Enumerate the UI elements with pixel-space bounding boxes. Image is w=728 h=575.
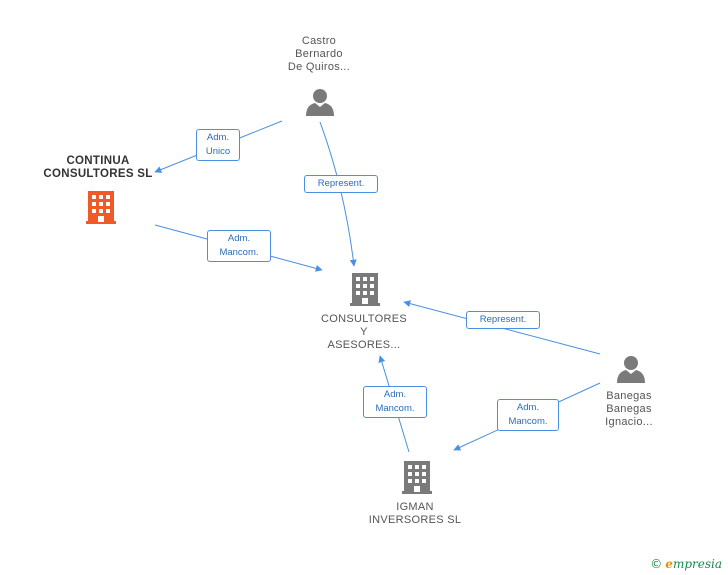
node-label-line: Banegas [606,403,652,415]
copyright-icon: © [650,557,663,571]
edge-label-castro-continua[interactable]: Adm. Unico [196,129,240,161]
building-icon[interactable] [86,191,116,224]
edge-label-banegas-igman[interactable]: Adm. Mancom. [497,399,559,431]
node-label-banegas[interactable]: Banegas Banegas Ignacio... [588,390,670,429]
edge-label-igman-consultores[interactable]: Adm. Mancom. [363,386,427,418]
edge-label-line: Mancom. [219,247,259,258]
edge-label-line: Unico [205,146,231,157]
edge-label-banegas-consultores[interactable]: Represent. [466,311,540,329]
node-label-line: IGMAN [396,501,434,513]
node-label-line: INVERSORES SL [368,514,462,526]
edge-label-line: Represent. [317,178,365,189]
building-icon[interactable] [402,461,432,494]
node-label-line: Ignacio... [605,416,653,428]
node-label-line: ASESORES... [327,339,401,351]
node-label-line: CONTINUA [66,155,130,167]
brand-logo-text: mpresia [672,557,722,571]
edge-label-continua-consultores[interactable]: Adm. Mancom. [207,230,271,262]
node-label-line: De Quiros... [287,61,351,73]
edge-castro-consultores [319,121,357,267]
node-label-consultores[interactable]: CONSULTORES Y ASESORES... [309,313,419,352]
node-label-line: Castro [301,35,337,47]
person-icon[interactable] [617,356,645,383]
node-label-line: Banegas [606,390,652,402]
brand-logo-letter: e [665,557,673,571]
edge-label-line: Adm. [383,389,407,400]
node-label-castro[interactable]: Castro Bernardo De Quiros... [266,35,372,74]
node-label-line: CONSULTORES SL [43,168,153,180]
edge-label-line: Mancom. [508,416,548,427]
edge-label-castro-consultores[interactable]: Represent. [304,175,378,193]
brand-footer: ©empresia [650,557,722,571]
edge-label-line: Mancom. [375,403,415,414]
node-label-continua[interactable]: CONTINUA CONSULTORES SL [30,155,166,181]
edge-label-line: Adm. [516,402,540,413]
node-label-line: Y [360,326,368,338]
node-label-line: CONSULTORES [320,313,408,325]
edge-label-line: Represent. [479,314,527,325]
person-icon[interactable] [306,89,334,116]
node-label-line: Bernardo [295,48,343,60]
node-label-igman[interactable]: IGMAN INVERSORES SL [360,501,470,527]
edge-label-line: Adm. [206,132,230,143]
building-icon[interactable] [350,273,380,306]
edge-label-line: Adm. [227,233,251,244]
